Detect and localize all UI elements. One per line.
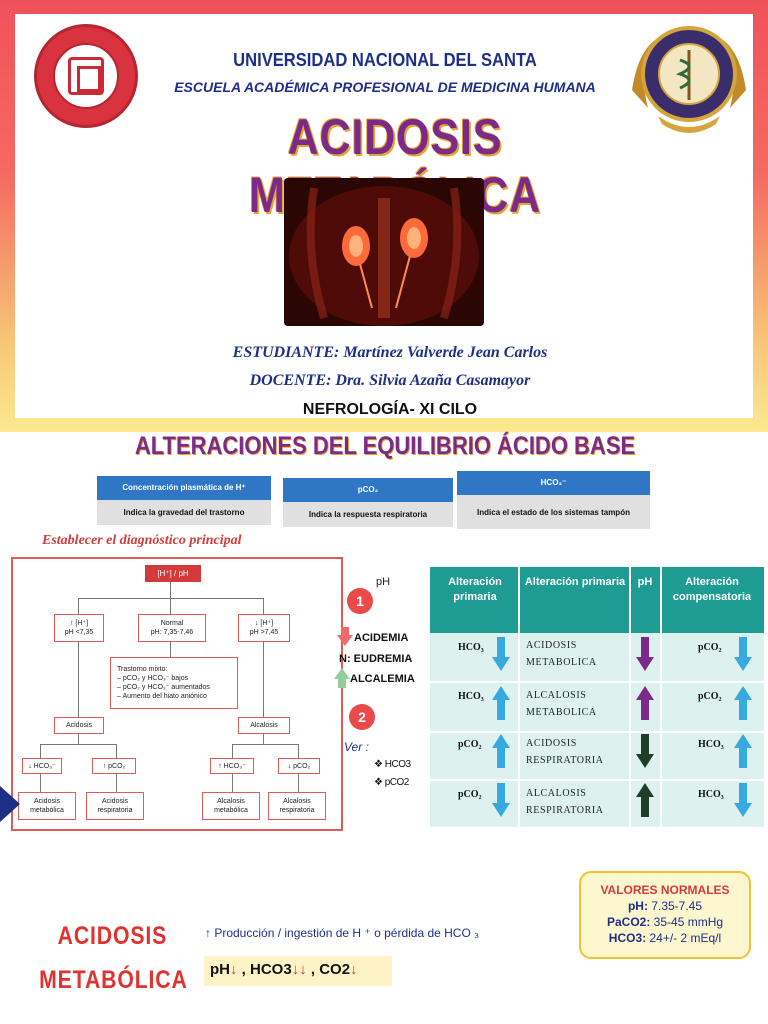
ph-normal-label: pH: xyxy=(627,899,648,913)
table-cell: HCO₃ xyxy=(458,691,484,702)
kidney-illustration xyxy=(284,178,484,326)
flow-result: Alcalosis metabólica xyxy=(202,792,260,820)
diagnosis-title: Establecer el diagnóstico principal xyxy=(42,533,242,548)
table-cell: pCO₂ xyxy=(698,642,722,653)
paco2-normal-label: PaCO2: xyxy=(606,915,651,929)
alcalemia-label: ALCALEMIA xyxy=(350,673,415,685)
hco3-normal-label: HCO3: xyxy=(608,931,647,945)
hco3-normal-value: 24+/- 2 mEq/l xyxy=(649,931,722,945)
parameter-box-hco3: HCO₃⁻ Indica el estado de los sistemas t… xyxy=(457,471,650,529)
university-name: UNIVERSIDAD NACIONAL DEL SANTA xyxy=(233,50,537,70)
arrow-up-icon xyxy=(492,686,510,720)
flow-low-h: ↓ [H⁺] pH >7,45 xyxy=(238,614,290,642)
table-header: Alteración primaria xyxy=(448,576,502,603)
table-header: Alteración primaria xyxy=(524,576,626,588)
section-title: ALTERACIONES DEL EQUILIBRIO ÁCIDO BASE xyxy=(134,432,636,460)
flow-leaf: ↑ HCO₃⁻ xyxy=(210,758,254,774)
ph-arrow-down-icon xyxy=(636,637,654,671)
arrow-down-icon xyxy=(337,627,353,646)
flow-result: Alcalosis respiratoria xyxy=(268,792,326,820)
table-cell: ACIDOSIS RESPIRATORIA xyxy=(526,738,604,766)
arrow-up-icon xyxy=(734,734,752,768)
arrow-down-icon xyxy=(734,783,752,817)
arrow-up-icon xyxy=(492,734,510,768)
parameter-title: HCO₃⁻ xyxy=(457,471,650,495)
flow-result-metabolic-acidosis: Acidosis metabólica xyxy=(18,792,76,820)
teacher-name: DOCENTE: Dra. Silvia Azaña Casamayor xyxy=(249,372,531,389)
bullet-item: ❖ HCO3 xyxy=(374,759,411,770)
student-name: ESTUDIANTE: Martínez Valverde Jean Carlo… xyxy=(232,344,548,361)
medicine-school-seal-logo xyxy=(632,26,746,133)
parameter-title: pCO₂ xyxy=(283,478,453,502)
school-name: ESCUELA ACADÉMICA PROFESIONAL DE MEDICIN… xyxy=(174,79,596,95)
table-header: pH xyxy=(637,576,653,588)
flow-root: [H⁺] / pH xyxy=(145,565,201,582)
paco2-normal-value: 35-45 mmHg xyxy=(653,915,724,929)
arrow-down-icon xyxy=(492,637,510,671)
cause-text: ↑ Producción / ingestión de H ⁺ o pérdid… xyxy=(205,926,480,940)
parameter-box-h: Concentración plasmática de H⁺ Indica la… xyxy=(97,476,271,525)
parameter-description: Indica la respuesta respiratoria xyxy=(283,502,453,527)
alterations-table: Alteración primaria Alteración primaria … xyxy=(430,567,764,827)
arrow-down-icon xyxy=(734,637,752,671)
university-seal-logo xyxy=(34,24,138,128)
bottom-title-word: METABÓLICA xyxy=(39,966,188,994)
ph-arrow-down-icon xyxy=(636,734,654,768)
course-name: NEFROLOGÍA- XI CILO xyxy=(302,401,478,418)
parameter-title: Concentración plasmática de H⁺ xyxy=(97,476,271,500)
normal-values-box: VALORES NORMALES pH: 7.35-7.45 PaCO2: 35… xyxy=(579,871,751,959)
flow-mixed-disorder: Trastorno mixto: – pCO₂ y HCO₃⁻ bajos – … xyxy=(110,657,238,709)
table-cell: pCO₂ xyxy=(458,789,482,800)
ph-arrow-up-icon xyxy=(636,686,654,720)
table-cell: HCO₃ xyxy=(698,739,724,750)
flow-alcalosis: Alcalosis xyxy=(238,717,290,734)
flow-leaf: ↓ pCO₂ xyxy=(278,758,320,774)
arrow-down-icon xyxy=(492,783,510,817)
parameter-description: Indica el estado de los sistemas tampón xyxy=(457,495,650,529)
flow-result: Acidosis respiratoria xyxy=(86,792,144,820)
ph-label: pH xyxy=(376,576,391,588)
normal-values-title: VALORES NORMALES xyxy=(600,883,730,897)
ph-normal-value: 7.35-7.45 xyxy=(651,899,703,913)
table-cell: ALCALOSIS RESPIRATORIA xyxy=(526,788,604,816)
table-header: Alteración compensatoria xyxy=(672,576,752,603)
eudremia-label: N: EUDREMIA xyxy=(339,653,413,665)
arrow-up-icon xyxy=(334,668,350,688)
flow-leaf: ↓ HCO₃⁻ xyxy=(22,758,62,774)
ph-arrow-up-icon xyxy=(636,783,654,817)
step-number: 2 xyxy=(349,704,375,730)
table-cell: HCO₃ xyxy=(458,642,484,653)
parameter-description: Indica la gravedad del trastorno xyxy=(97,500,271,525)
table-cell: pCO₂ xyxy=(458,739,482,750)
bullet-item: ❖ pCO2 xyxy=(374,777,409,788)
flow-high-h: ↑ [H⁺] pH <7,35 xyxy=(54,614,104,642)
acidemia-label: ACIDEMIA xyxy=(354,632,409,644)
bottom-title-word: ACIDOSIS xyxy=(57,922,168,950)
step-number: 1 xyxy=(347,588,373,614)
arrow-up-icon xyxy=(734,686,752,720)
flow-leaf: ↑ pCO₂ xyxy=(92,758,136,774)
flow-acidosis: Acidosis xyxy=(54,717,104,734)
pointer-arrow-icon xyxy=(0,786,20,822)
table-cell: ACIDOSIS METABOLICA xyxy=(526,640,597,668)
flow-normal: Normal pH: 7,35-7,46 xyxy=(138,614,206,642)
table-cell: pCO₂ xyxy=(698,691,722,702)
table-cell: ALCALOSIS METABOLICA xyxy=(526,690,597,718)
ph-summary: pH↓ , HCO3↓↓ , CO2↓ xyxy=(204,956,392,986)
table-cell: HCO₃ xyxy=(698,789,724,800)
ver-label: Ver : xyxy=(344,740,369,754)
parameter-box-pco2: pCO₂ Indica la respuesta respiratoria xyxy=(283,478,453,527)
